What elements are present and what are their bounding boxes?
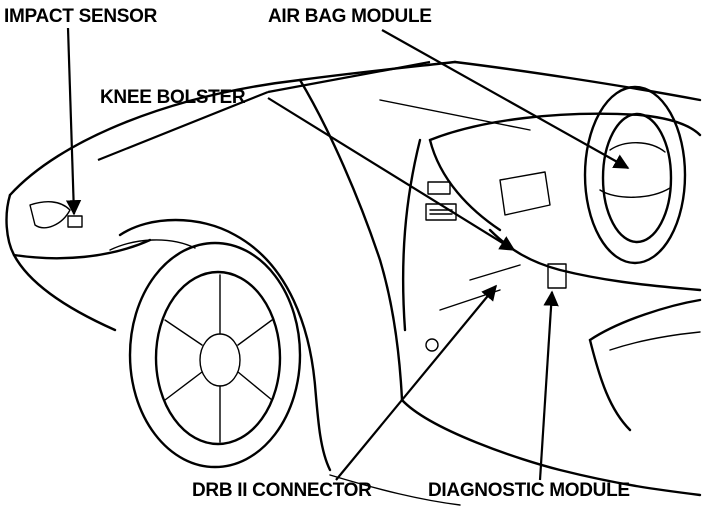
knee-bolster-leader-left bbox=[97, 90, 269, 162]
diagnostic-module-label: DIAGNOSTIC MODULE bbox=[428, 480, 630, 501]
diagnostic-module-leader bbox=[538, 290, 559, 481]
door-frame bbox=[298, 60, 702, 506]
air-bag-module-label: AIR BAG MODULE bbox=[268, 6, 432, 27]
air-bag-module-leader bbox=[381, 29, 630, 169]
drb-connector-leader bbox=[335, 284, 497, 481]
impact-sensor-marker bbox=[67, 215, 83, 228]
front-wheel bbox=[128, 241, 302, 469]
drb-connector-label: DRB II CONNECTOR bbox=[192, 480, 372, 501]
dashboard bbox=[425, 112, 702, 352]
seat bbox=[588, 298, 702, 432]
impact-sensor-leader bbox=[65, 27, 82, 216]
car-body bbox=[5, 60, 457, 472]
knee-bolster-label: KNEE BOLSTER bbox=[100, 87, 246, 108]
knee-bolster-leader-top bbox=[267, 60, 431, 94]
steering-wheel bbox=[583, 85, 687, 265]
diagnostic-module-marker bbox=[547, 263, 567, 289]
leader-lines bbox=[65, 27, 630, 481]
knee-bolster-leader-right bbox=[267, 97, 516, 251]
impact-sensor-label: IMPACT SENSOR bbox=[4, 6, 158, 27]
